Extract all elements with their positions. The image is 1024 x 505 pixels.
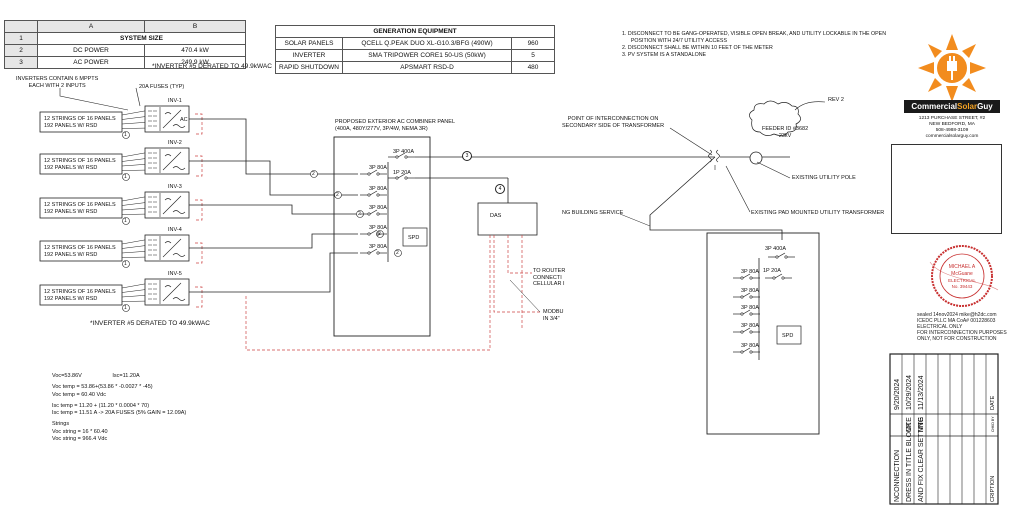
utility-pole-symbol xyxy=(749,151,763,165)
tag-1: 1 xyxy=(124,261,127,267)
router-note: TO ROUTER CONNECTI CELLULAR I xyxy=(533,268,566,287)
tag-2: 2 xyxy=(378,231,381,237)
combiner-breaker-label: 3P 80A xyxy=(369,186,387,192)
sun-plug-logo xyxy=(918,34,986,102)
combiner-main-breaker: 3P 400A xyxy=(393,149,415,155)
transformer-label: EXISTING PAD MOUNTED UTILITY TRANSFORMER xyxy=(751,210,885,216)
table-row: SOLAR PANELS QCELL Q.PEAK DUO XL-G10.3/B… xyxy=(275,37,555,50)
ms-breaker-label: 3P 80A xyxy=(741,343,759,349)
tag-2: 2 xyxy=(396,250,399,256)
rev-date-3: 11/13/2024 xyxy=(918,375,925,410)
seal-name-2: McGuane xyxy=(951,271,973,277)
col-chkd-header: CHKD BY xyxy=(991,416,995,432)
combiner-breaker-label: 3P 80A xyxy=(369,225,387,231)
combiner-spd: SPD xyxy=(408,235,420,241)
tag-1: 1 xyxy=(124,132,127,138)
das-label: DAS xyxy=(490,213,502,219)
string-calculations: Voc=53.86V Isc=11.20A Voc temp = 53.86+(… xyxy=(52,373,187,443)
tag-3: 3 xyxy=(462,151,472,161)
poi-label: POINT OF INTERCONNECTION ON SECONDARY SI… xyxy=(562,116,665,129)
utility-pole-label: EXISTING UTILITY POLE xyxy=(792,175,856,181)
rev-desc-2: DRESS IN TITLE BLOCK xyxy=(906,422,913,502)
generation-equipment-table: GENERATION EQUIPMENT SOLAR PANELS QCELL … xyxy=(275,25,555,74)
ms-breaker-label: 3P 80A xyxy=(741,288,759,294)
main-service-panel xyxy=(706,232,820,435)
tag-1: 1 xyxy=(124,305,127,311)
system-size-table: A B 1 SYSTEM SIZE 2 DC POWER 470.4 kW 3 … xyxy=(4,20,246,69)
combiner-breaker-label: 3P 80A xyxy=(369,205,387,211)
fuse-label: 20A FUSES (TYP) xyxy=(139,84,185,90)
col-date-header: DATE xyxy=(990,395,996,410)
col-a-header: A xyxy=(37,20,145,33)
seal-note: sealed 14nov2024 mike@h2dc.com ICEDC PLL… xyxy=(917,312,1007,342)
ms-main-breaker: 3P 400A xyxy=(765,246,787,252)
brand-name: CommercialSolarGuy xyxy=(904,100,1000,113)
derate-note-2: *INVERTER #5 DERATED TO 49.9kWAC xyxy=(90,320,210,327)
seal-name-1: MICHAEL A xyxy=(949,264,976,270)
table-row: RAPID SHUTDOWN APSMART RSD-D 480 xyxy=(275,61,555,74)
tag-4: 4 xyxy=(495,184,505,194)
ac-label: AC xyxy=(180,117,188,123)
rev-desc-1: NCONNECTION xyxy=(894,450,901,502)
engineer-seal: MICHAEL A McGuane ELECTRICAL No. 39443 xyxy=(929,245,999,307)
tag-1: 1 xyxy=(124,218,127,224)
seal-number: No. 39443 xyxy=(952,284,973,289)
modbus-note: MODBU IN 3/4" xyxy=(543,309,564,322)
rev-2-label: REV 2 xyxy=(828,97,844,103)
rev-desc-3: AND FIX CLEAR SETTING xyxy=(918,417,925,502)
inverter-name: INV-4 xyxy=(168,227,182,233)
general-notes: 1. DISCONNECT TO BE GANG-OPERATED, VISIB… xyxy=(622,31,887,58)
mppt-note: INVERTERS CONTAIN 6 MPPTS EACH WITH 2 IN… xyxy=(16,76,99,89)
combiner-breaker-label: 3P 80A xyxy=(369,244,387,250)
tag-2: 2 xyxy=(336,192,339,198)
tag-2: 2 xyxy=(358,211,361,217)
combiner-aux-breaker: 1P 20A xyxy=(393,170,411,176)
ms-breaker-label: 3P 80A xyxy=(741,305,759,311)
feeder-label: FEEDER ID #3682 23kV xyxy=(762,126,809,139)
inverter-row xyxy=(39,147,388,199)
combiner-breaker-label: 3P 80A xyxy=(369,165,387,171)
table-row: 3 AC POWER 249.9 kW xyxy=(4,56,246,69)
revision-table: 9/20/2024 10/29/2024 11/13/2024 DATE MTE… xyxy=(889,353,999,505)
project-info-box xyxy=(891,144,1002,234)
rev-date-1: 9/20/2024 xyxy=(894,379,901,410)
ms-aux-breaker: 1P 20A xyxy=(763,268,781,274)
inverter-name: INV-5 xyxy=(168,271,182,277)
ms-breaker-label: 3P 80A xyxy=(741,269,759,275)
ms-spd: SPD xyxy=(782,333,794,339)
ac-combiner-panel xyxy=(333,136,431,337)
tag-1: 1 xyxy=(124,174,127,180)
inverter-row xyxy=(39,105,388,178)
inverter-name: INV-3 xyxy=(168,184,182,190)
inverter-name: INV-1 xyxy=(168,98,182,104)
rev-by-2: MTE xyxy=(906,417,913,432)
seal-discipline: ELECTRICAL xyxy=(948,278,976,283)
ms-breaker-label: 3P 80A xyxy=(741,323,759,329)
inverter-row xyxy=(39,191,388,225)
ms-breaker-group xyxy=(732,273,761,354)
inverter-name: INV-2 xyxy=(168,140,182,146)
rev-date-2: 10/29/2024 xyxy=(906,375,913,410)
col-desc-header: CRIPTION xyxy=(990,476,996,502)
combiner-title: PROPOSED EXTERIOR AC COMBINER PANEL (400… xyxy=(335,119,456,132)
inverter-row xyxy=(39,229,388,268)
company-address: 1213 PURCHASE STREET, #2 NEW BEDFORD, MA… xyxy=(918,116,986,139)
col-b-header: B xyxy=(144,20,246,33)
building-service-label: NG BUILDING SERVICE xyxy=(562,210,624,216)
tag-2: 2 xyxy=(312,171,315,177)
rev-by-3: MTE xyxy=(918,417,925,432)
derate-note: *INVERTER #5 DERATED TO 49.9kWAC xyxy=(152,63,272,70)
inverter-row xyxy=(39,248,402,312)
das-box xyxy=(477,202,538,236)
